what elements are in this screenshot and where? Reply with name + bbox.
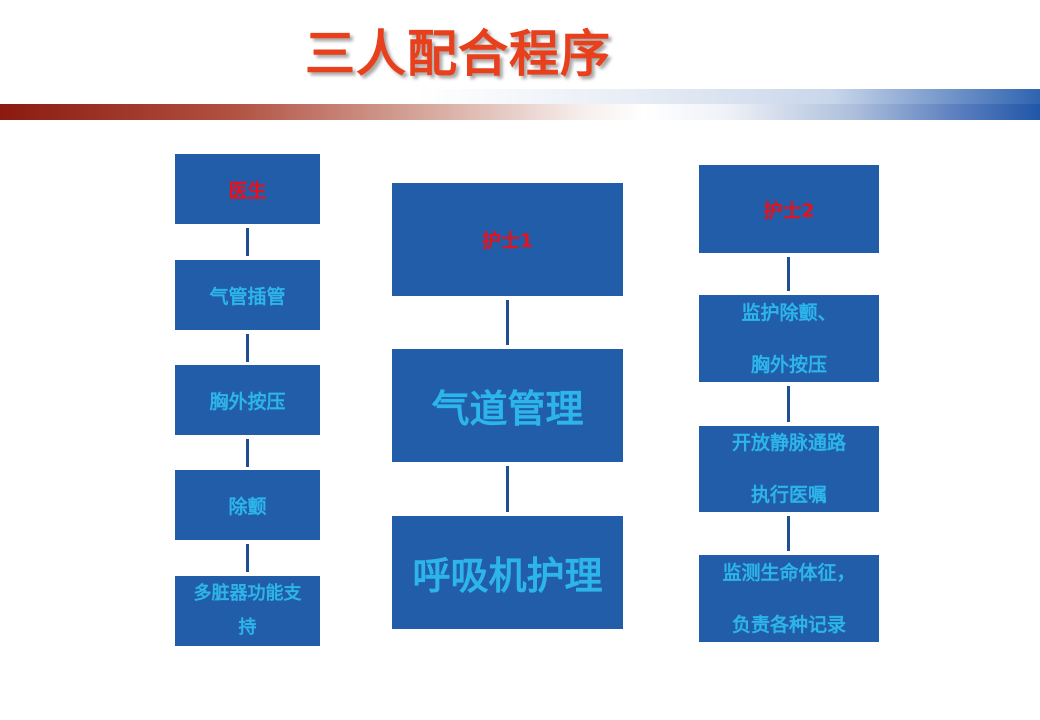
nurse2-step-box-iv-access: 开放静脉通路 执行医嘱 xyxy=(699,426,879,512)
doctor-step-box-defibrillation: 除颤 xyxy=(175,470,320,540)
doctor-step-label-line1: 多脏器功能支 xyxy=(193,583,302,604)
connector-line xyxy=(246,228,249,256)
nurse1-header-label: 护士1 xyxy=(481,230,534,252)
doctor-step-label: 气管插管 xyxy=(209,285,286,308)
nurse1-step-label: 气道管理 xyxy=(431,387,584,431)
doctor-step-box-intubation: 气管插管 xyxy=(175,260,320,330)
banner-highlight xyxy=(0,89,1040,104)
connector-line xyxy=(787,257,790,291)
nurse1-step-label: 呼吸机护理 xyxy=(412,554,603,598)
doctor-step-box-compression: 胸外按压 xyxy=(175,365,320,435)
nurse2-step-box-vitals-records: 监测生命体征， 负责各种记录 xyxy=(699,555,879,642)
connector-line xyxy=(787,386,790,422)
nurse2-header-box: 护士2 xyxy=(699,165,879,253)
nurse2-step-box-monitoring: 监护除颤、 胸外按压 xyxy=(699,295,879,382)
nurse2-step-label-line2: 胸外按压 xyxy=(750,353,827,376)
doctor-step-label-line2: 持 xyxy=(238,617,257,638)
slide-title: 三人配合程序 xyxy=(305,25,611,83)
title-banner xyxy=(0,89,1040,120)
connector-line xyxy=(246,544,249,572)
nurse2-step-label-line2: 执行医嘱 xyxy=(750,484,827,506)
nurse2-step-label-line1: 监测生命体征， xyxy=(722,561,856,584)
connector-line xyxy=(246,334,249,362)
banner-gradient-bar xyxy=(0,104,1040,120)
doctor-step-box-organ-support: 多脏器功能支 持 xyxy=(175,576,320,646)
nurse1-header-box: 护士1 xyxy=(392,183,623,296)
nurse2-step-label-line1: 监护除颤、 xyxy=(741,301,837,324)
nurse2-step-label-line2: 负责各种记录 xyxy=(731,613,846,636)
connector-line xyxy=(506,466,509,512)
doctor-header-label: 医生 xyxy=(228,179,267,202)
doctor-step-label: 胸外按压 xyxy=(209,390,286,413)
connector-line xyxy=(787,516,790,551)
connector-line xyxy=(246,439,249,467)
nurse1-step-box-ventilator: 呼吸机护理 xyxy=(392,516,623,629)
doctor-step-label: 除颤 xyxy=(228,495,267,518)
connector-line xyxy=(506,300,509,345)
doctor-header-box: 医生 xyxy=(175,154,320,224)
nurse1-step-box-airway: 气道管理 xyxy=(392,349,623,462)
nurse2-step-label-line1: 开放静脉通路 xyxy=(731,432,846,454)
nurse2-header-label: 护士2 xyxy=(763,199,815,222)
